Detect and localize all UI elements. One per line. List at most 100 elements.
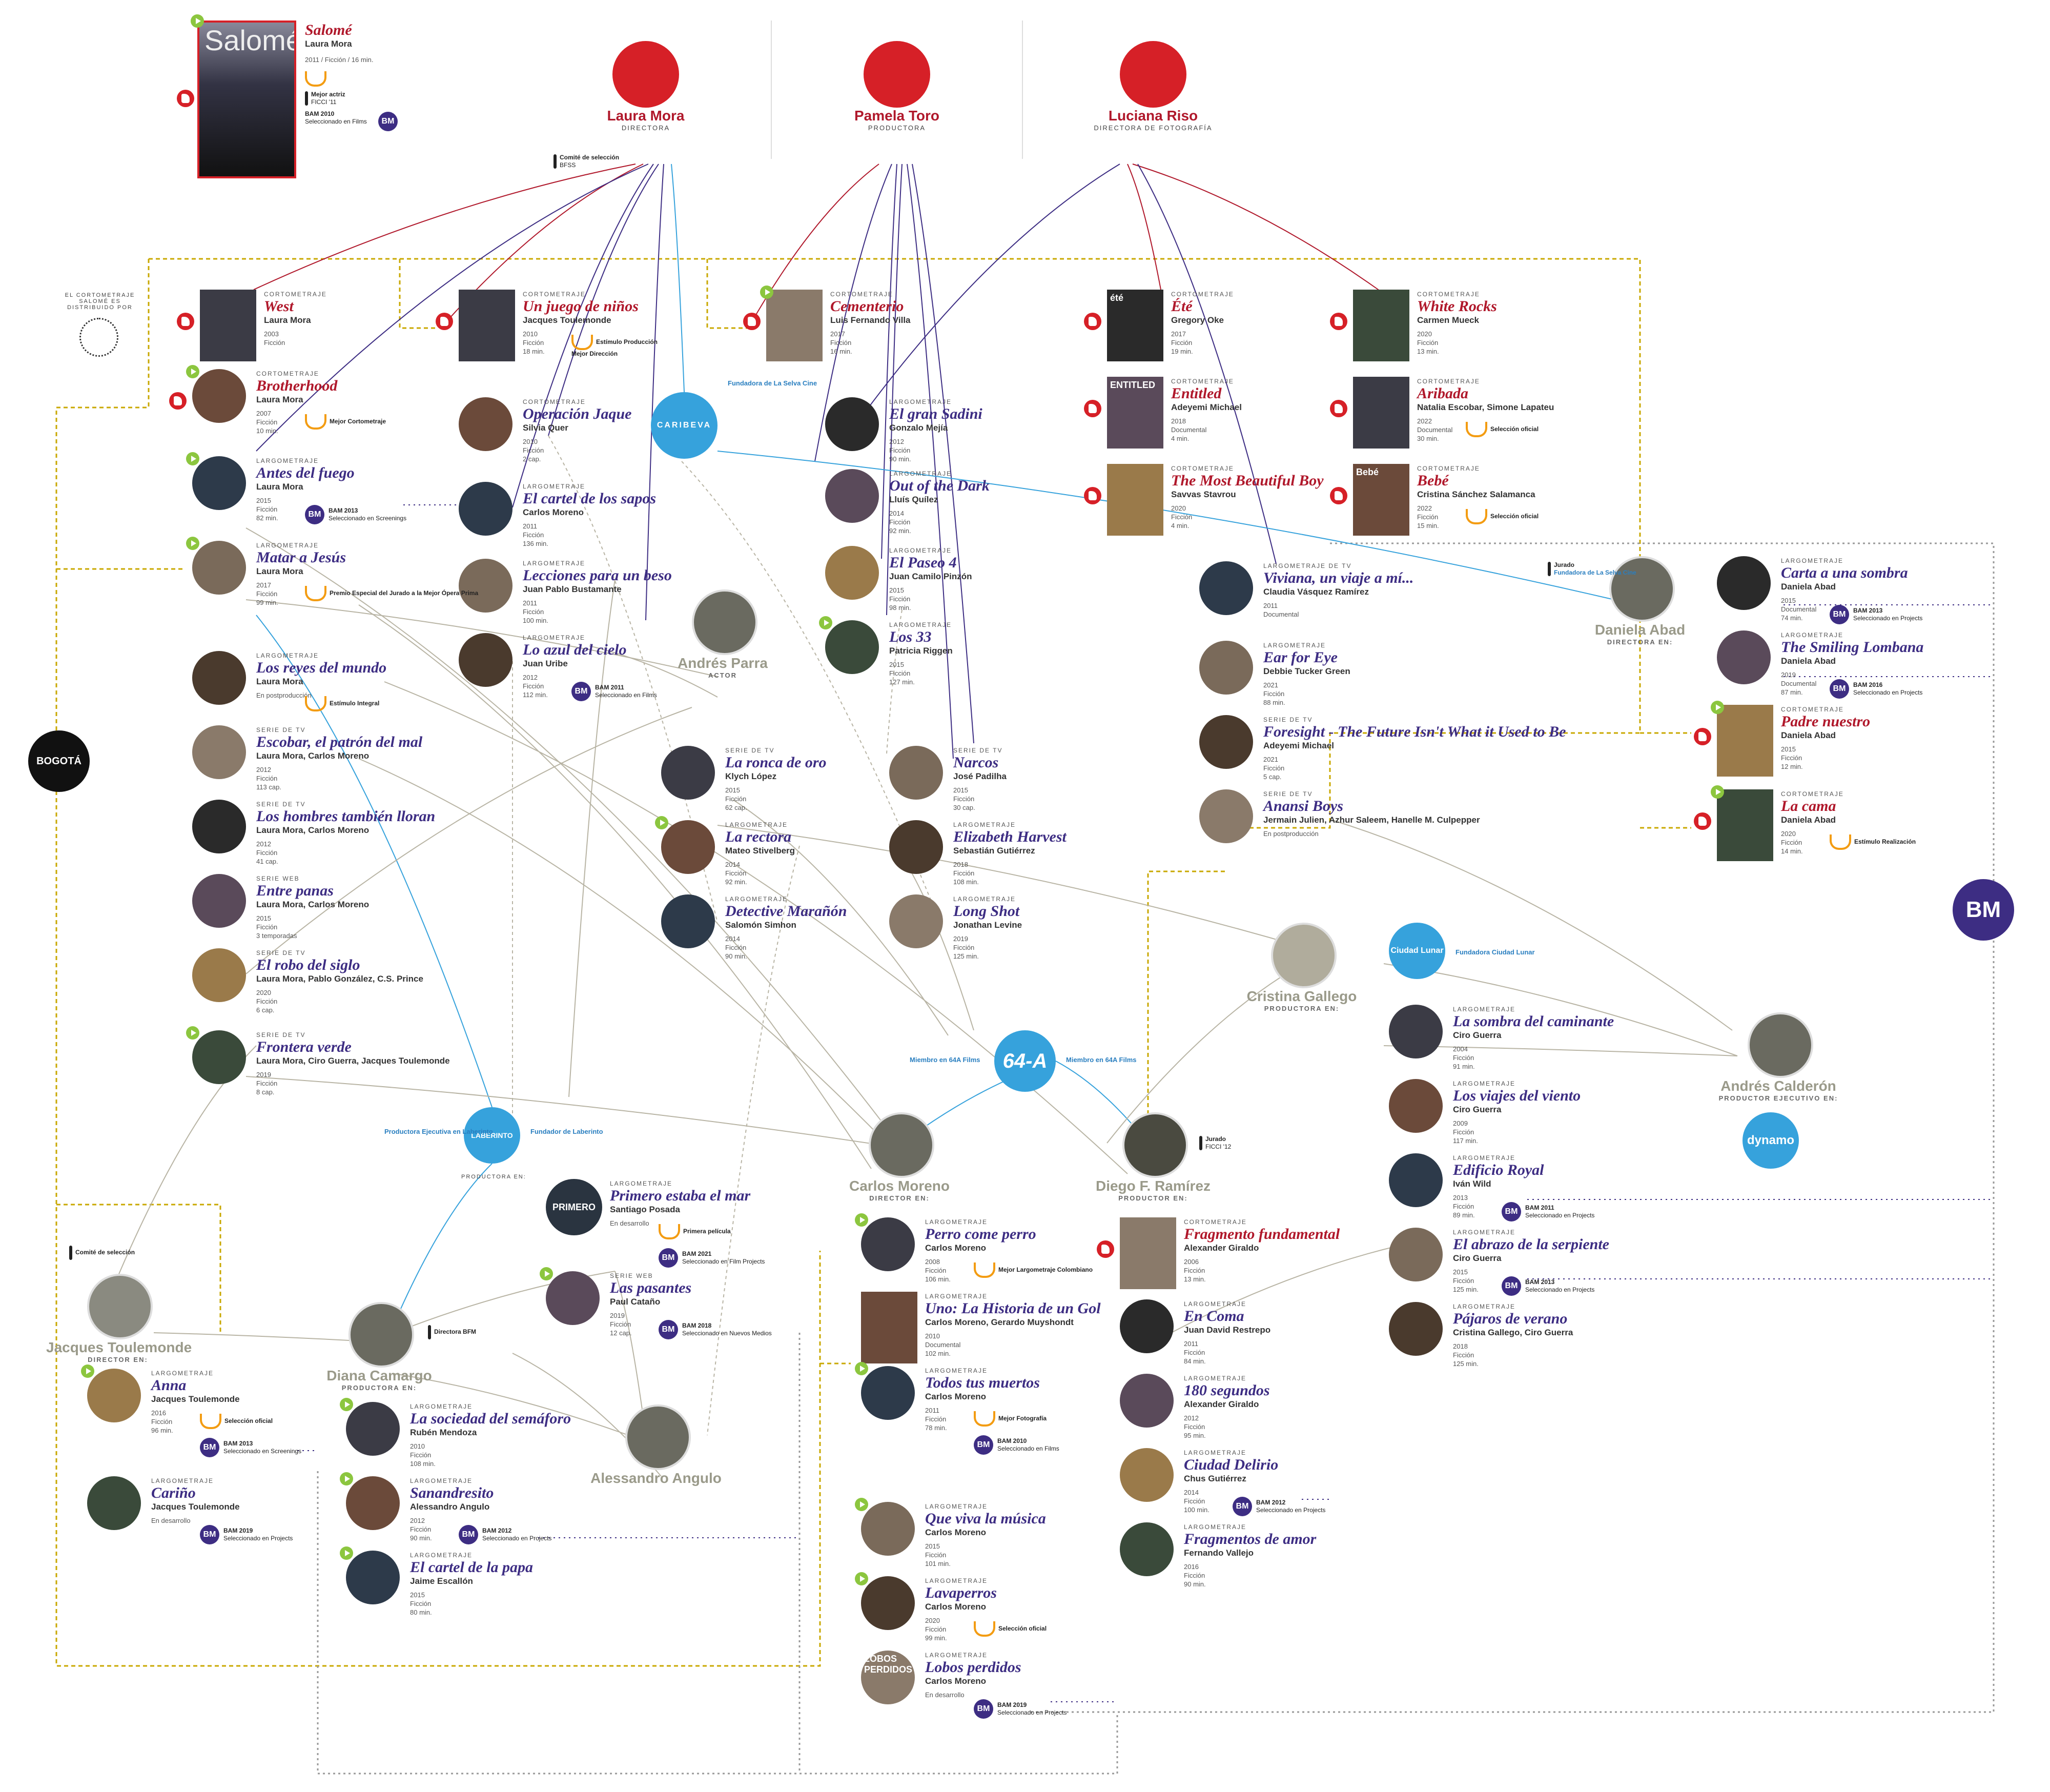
- work-title[interactable]: El cartel de los sapos: [523, 490, 656, 507]
- lavaperros-thumbnail[interactable]: [861, 1576, 915, 1630]
- person-andres-calderon[interactable]: Andrés Calderón PRODUCTOR EJECUTIVO EN:: [1707, 1012, 1850, 1102]
- work-title[interactable]: Frontera verde: [256, 1038, 352, 1055]
- play-icon[interactable]: [186, 537, 199, 550]
- person-laura[interactable]: Laura Mora DIRECTORA: [605, 41, 687, 132]
- bebe-thumbnail[interactable]: Bebé: [1353, 464, 1409, 536]
- work-title[interactable]: Lo azul del cielo: [523, 641, 627, 658]
- cementerio-thumbnail[interactable]: [766, 290, 823, 361]
- delirio-thumbnail[interactable]: [1120, 1448, 1174, 1502]
- bogota-festival-logo[interactable]: BOGOTÁ: [28, 730, 90, 792]
- play-icon[interactable]: [340, 1546, 353, 1560]
- abrazo-thumbnail[interactable]: [1389, 1228, 1443, 1281]
- play-icon[interactable]: [186, 452, 199, 465]
- play-icon[interactable]: [340, 1472, 353, 1485]
- sapos-thumbnail[interactable]: [459, 482, 512, 536]
- work-title[interactable]: Los viajes del viento: [1453, 1087, 1581, 1104]
- work-title[interactable]: Lobos perdidos: [925, 1659, 1021, 1676]
- work-title[interactable]: Out of the Dark: [889, 477, 990, 494]
- rectora-thumbnail[interactable]: [661, 820, 715, 874]
- brotherhood-thumbnail[interactable]: [192, 369, 246, 423]
- caribeva-logo[interactable]: CARIBEVA: [651, 392, 717, 459]
- work-title[interactable]: Fragmento fundamental: [1184, 1226, 1340, 1243]
- work-title[interactable]: Un juego de niños: [523, 298, 639, 315]
- work-title[interactable]: La cama: [1781, 798, 1836, 814]
- person-jacques[interactable]: Jacques Toulemonde DIRECTOR EN:: [46, 1274, 192, 1363]
- azul-thumbnail[interactable]: [459, 633, 512, 687]
- work-title[interactable]: Viviana, un viaje a mí...: [1263, 569, 1414, 586]
- work-title[interactable]: Foresight - The Future Isn't What it Use…: [1263, 723, 1566, 740]
- encoma-thumbnail[interactable]: [1120, 1299, 1174, 1353]
- cama-thumbnail[interactable]: [1717, 789, 1773, 861]
- work-title[interactable]: Cementerio: [830, 298, 904, 315]
- play-icon[interactable]: [1711, 785, 1724, 799]
- work-title[interactable]: Matar a Jesús: [256, 549, 346, 566]
- narcos-thumbnail[interactable]: [889, 746, 943, 800]
- harvest-thumbnail[interactable]: [889, 820, 943, 874]
- play-icon[interactable]: [855, 1572, 868, 1585]
- work-title[interactable]: Los 33: [889, 628, 932, 645]
- work-title[interactable]: Escobar, el patrón del mal: [256, 734, 423, 750]
- work-title[interactable]: Entitled: [1171, 385, 1222, 402]
- matar-thumbnail[interactable]: [192, 541, 246, 595]
- anna-thumbnail[interactable]: [87, 1369, 141, 1422]
- laberinto-logo[interactable]: LABERINTO: [464, 1107, 520, 1164]
- maranon-thumbnail[interactable]: [661, 894, 715, 948]
- play-icon[interactable]: [819, 616, 832, 629]
- lombana-thumbnail[interactable]: [1717, 630, 1771, 684]
- work-title[interactable]: Ciudad Delirio: [1184, 1456, 1279, 1473]
- work-title[interactable]: Los reyes del mundo: [256, 659, 387, 676]
- play-icon[interactable]: [186, 365, 199, 378]
- work-title[interactable]: Anna: [151, 1377, 187, 1394]
- edificio-thumbnail[interactable]: [1389, 1153, 1443, 1207]
- lecciones-thumbnail[interactable]: [459, 559, 512, 613]
- sanandresito-thumbnail[interactable]: [346, 1476, 400, 1530]
- work-title[interactable]: Long Shot: [953, 903, 1020, 920]
- work-title[interactable]: Las pasantes: [610, 1279, 692, 1296]
- reyes-thumbnail[interactable]: [192, 651, 246, 705]
- play-icon[interactable]: [855, 1362, 868, 1375]
- work-title[interactable]: Operación Jaque: [523, 405, 632, 422]
- foresight-thumbnail[interactable]: [1199, 715, 1253, 769]
- semaforo-thumbnail[interactable]: [346, 1402, 400, 1456]
- viajes-thumbnail[interactable]: [1389, 1079, 1443, 1133]
- hombres-thumbnail[interactable]: [192, 800, 246, 853]
- ear-thumbnail[interactable]: [1199, 641, 1253, 695]
- work-title[interactable]: Todos tus muertos: [925, 1374, 1040, 1391]
- person-diego[interactable]: Diego F. Ramírez PRODUCTOR EN:: [1086, 1112, 1220, 1202]
- padre-thumbnail[interactable]: [1717, 705, 1773, 777]
- work-title[interactable]: Été: [1171, 298, 1193, 315]
- work-title[interactable]: Lavaperros: [925, 1584, 997, 1601]
- work-title[interactable]: Que viva la música: [925, 1510, 1046, 1527]
- viviana-thumbnail[interactable]: [1199, 561, 1253, 615]
- pasantes-thumbnail[interactable]: [546, 1271, 600, 1325]
- work-title[interactable]: The Most Beautiful Boy: [1171, 472, 1324, 489]
